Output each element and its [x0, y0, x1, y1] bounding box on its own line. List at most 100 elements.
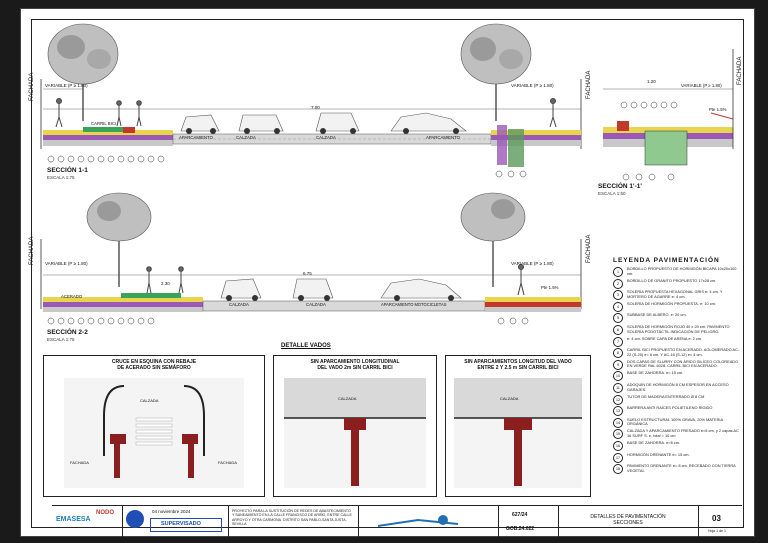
variable-label-2: VARIABLE (P ≥ 1.80)	[511, 83, 554, 88]
tb-page: Hoja 1 de 1	[708, 529, 726, 533]
nodo-logo: NODO	[96, 510, 114, 516]
supervisado-stamp: SUPERVISADO	[150, 518, 222, 532]
legend-number: 8	[613, 348, 623, 359]
legend-title: LEYENDA PAVIMENTACIÓN	[613, 257, 720, 264]
section-2-2-scale: ESCALA 1:75	[47, 337, 75, 342]
legend-number: 5	[613, 313, 623, 324]
emasesa-logo: EMASESA	[56, 516, 91, 523]
aparcamiento-label-1: APARCAMIENTO	[426, 135, 460, 140]
tb-logos: EMASESA NODO	[52, 506, 123, 537]
section-1-1-scale: ESCALA 1:75	[47, 175, 75, 180]
callouts-s11	[47, 155, 527, 178]
legend-item: 8 CARRIL BICI PROPUESTO EN ACERADO. AGLOM…	[613, 347, 743, 359]
carril-bici-label: CARRIL BICI	[91, 121, 117, 126]
legend-text: BORDILLO PROPUESTO DE HORMIGÓN BICAPA 10…	[627, 266, 737, 276]
detail-box-3: SIN APARCAMIENTOS LONGITUD DEL VADO ENTR…	[445, 355, 591, 497]
variable-label-3: VARIABLE (P ≥ 1.80)	[681, 83, 722, 88]
tb-plate: 03 Hoja 1 de 1	[698, 506, 742, 537]
legend-text: BORDILLO DE GRANITO PROPUESTO 17x28 cm.	[627, 277, 717, 283]
detail-1-fachada-2: FACHADA	[218, 460, 237, 465]
calzada-label-1: CALZADA	[236, 135, 256, 140]
tb-title-text: DETALLES DE PAVIMENTACIÓN SECCIONES	[590, 514, 666, 526]
width-230: 2.30	[161, 281, 170, 286]
detail-box-1-title: CRUCE EN ESQUINA CON REBAJE DE ACERADO S…	[111, 359, 197, 371]
section-1b-scale: ESCALA 1:50	[598, 191, 626, 196]
tree-right-1	[460, 23, 532, 121]
tb-title: DETALLES DE PAVIMENTACIÓN SECCIONES	[558, 506, 699, 537]
section-1b-drawing	[603, 49, 734, 181]
tb-sheet-info	[358, 506, 499, 537]
facade-label-1: FACHADA	[29, 72, 35, 101]
detail-box-1: CRUCE EN ESQUINA CON REBAJE DE ACERADO S…	[43, 355, 265, 497]
calzada-label-4: CALZADA	[306, 302, 326, 307]
legend-text: HORMIGÓN DRENANTE e= 15 cm.	[627, 451, 690, 457]
drawing-frame	[31, 19, 744, 528]
cars-s22	[220, 278, 462, 299]
legend-text: BASE DE ZAHORRA. e= 15 cm.	[627, 370, 684, 376]
tb-project-text: PROYECTO PARA LA SUSTITUCIÓN DE REDES DE…	[232, 509, 352, 526]
facade-label-3: FACHADA	[737, 56, 743, 85]
legend-number: 17	[613, 452, 623, 463]
legend-text: PAVIMENTO DRENANTE e= 8 cm. RECEBADO CON…	[627, 463, 736, 473]
car-wheels-s22	[226, 295, 454, 301]
legend-number: 12	[613, 394, 623, 405]
callouts-s22	[47, 317, 529, 325]
moto-label: APARCAMIENTO MOTOCICLETAS	[381, 302, 447, 307]
legend-item: 18 PAVIMENTO DRENANTE e= 8 cm. RECEBADO C…	[613, 463, 743, 475]
detail-box-1-drawing	[64, 378, 244, 488]
tb-date: 04 noviembre 2024	[152, 509, 191, 514]
section-1b-title: SECCIÓN 1'-1'	[598, 183, 642, 190]
legend-text: SOLERÍA PROPUESTA HEXAGONAL GRIS e: 4 cm…	[627, 289, 723, 299]
tb-schematic-icon	[377, 515, 459, 527]
people-s22	[146, 264, 525, 296]
slope-label-2: Pte 1.5%	[541, 285, 559, 290]
car-wheels-s11	[186, 128, 459, 134]
legend-text: CARRIL BICI PROPUESTO EN ACERADO. AGLOME…	[627, 347, 740, 357]
section-2-2-title: SECCIÓN 2-2	[47, 329, 88, 336]
title-block: EMASESA NODO 04 noviembre 2024 SUPERVISA…	[52, 505, 742, 537]
legend-number: 6	[613, 324, 623, 335]
aparcamiento-label-2: APARCAMIENTO	[179, 135, 213, 140]
legend-number: 15	[613, 429, 623, 440]
acerado-label: ACERADO	[61, 294, 83, 299]
legend-number: 11	[613, 382, 623, 393]
detail-box-3-title: SIN APARCAMIENTOS LONGITUD DEL VADO ENTR…	[464, 359, 572, 371]
facade-label-5: FACHADA	[586, 234, 592, 263]
legend-item: 5 SUBBASE DE ALBERO. e: 20 cm.	[613, 312, 743, 324]
tb-code: GOB.24.022	[506, 526, 535, 532]
drawing-sheet: FACHADA FACHADA VARIABLE (P ≥ 1.80) VARI…	[20, 8, 755, 537]
legend-text: CALZADA Y APARCAMIENTO FRESADO e=5 cm. y…	[627, 428, 739, 438]
variable-label-5: VARIABLE (P ≥ 1.80)	[511, 261, 554, 266]
detail-3-calzada: CALZADA	[500, 396, 519, 401]
tb-sheet-no: 627/24	[512, 512, 528, 518]
detail-1-calzada: CALZADA	[140, 398, 159, 403]
tree-left-2	[86, 192, 152, 287]
detail-1-fachada-1: FACHADA	[70, 460, 89, 465]
legend-number: 3	[613, 290, 623, 301]
detail-box-2: SIN APARCAMIENTO LONGITUDINAL DEL VADO 2…	[273, 355, 437, 497]
legend-number: 18	[613, 464, 623, 475]
legend-number: 4	[613, 301, 623, 312]
legend-text: SUBBASE DE ALBERO. e: 20 cm.	[627, 312, 687, 318]
tb-status: 04 noviembre 2024 SUPERVISADO	[122, 506, 229, 537]
legend-number: 7	[613, 336, 623, 347]
tree-left-1	[47, 23, 119, 121]
tree-right-2	[460, 192, 526, 287]
legend-number: 2	[613, 278, 623, 289]
width-700: 7.00	[311, 105, 320, 110]
legend-text: SUELO ESTRUCTURAL 100% GRAVA, 20% MATERI…	[627, 416, 723, 427]
tb-status-text: SUPERVISADO	[161, 521, 201, 527]
legend-text: SOLERÍA DE HORMIGÓN PROPUESTA. e: 10 cm.	[627, 300, 716, 306]
legend-number: 9	[613, 359, 623, 370]
width-675: 6.75	[303, 271, 312, 276]
legend-item: 17 HORMIGÓN DRENANTE e= 15 cm.	[613, 451, 743, 463]
calzada-label-3: CALZADA	[229, 302, 249, 307]
